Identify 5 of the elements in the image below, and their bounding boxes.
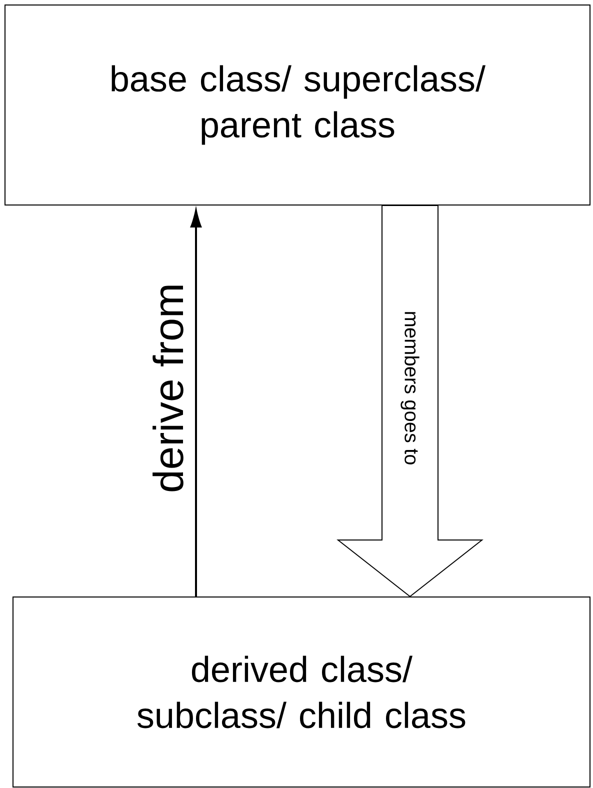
edge-label: members goes to: [400, 312, 420, 464]
class-box: derived class/ subclass/ child class: [12, 596, 590, 788]
edge-label: derive from: [152, 286, 184, 492]
block-arrow: [336, 205, 484, 598]
class-box: base class/ superclass/ parent class: [4, 4, 590, 206]
